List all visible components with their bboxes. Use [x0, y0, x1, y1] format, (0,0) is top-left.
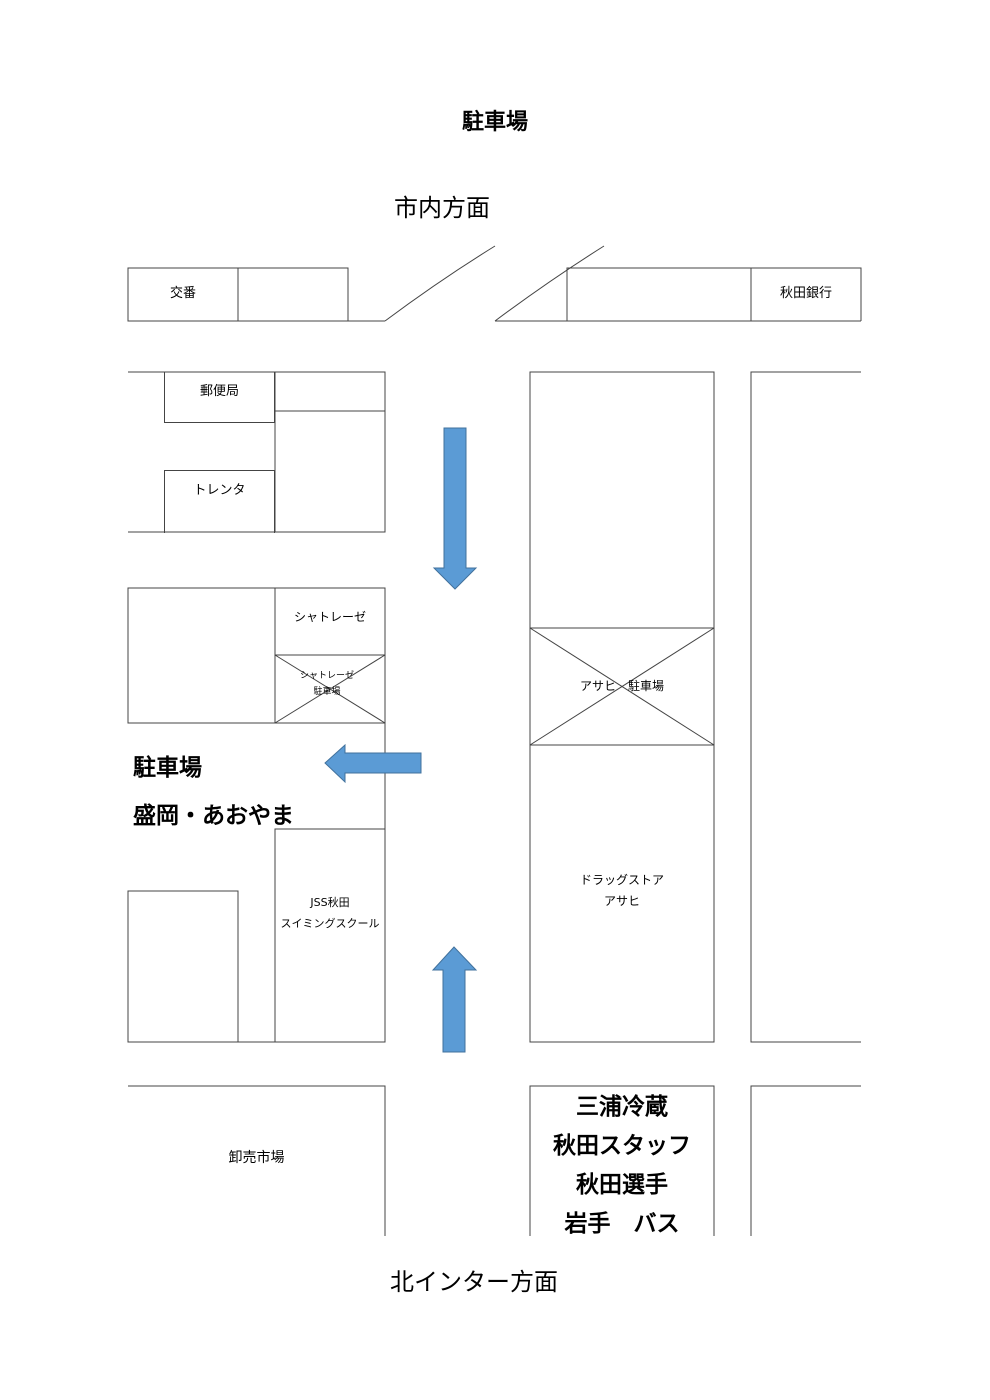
arrow-left-icon [324, 744, 422, 784]
bottom-list-item: 岩手 バス [564, 1211, 680, 1237]
arrow-up-icon [431, 946, 478, 1053]
chateraise-parking-label: シャトレーゼ 駐車場 [299, 671, 354, 697]
bottom-list-item: 秋田スタッフ [553, 1133, 691, 1159]
post-office-label: 郵便局 [199, 384, 239, 399]
arrow-down-icon [432, 427, 478, 590]
drugstore-label: ドラッグストア アサヒ [579, 873, 664, 908]
bottom-list-item: 秋田選手 [576, 1172, 668, 1198]
toyota-rental-building: トレンタ [164, 470, 275, 533]
post-office-building: 郵便局 [164, 372, 275, 423]
koban-label: 交番 [169, 286, 196, 301]
jss-label: JSS秋田 スイミングスクール [280, 896, 380, 930]
chateraise-label: シャトレーゼ [293, 610, 366, 624]
direction-bottom-label: 北インター方面 [390, 1268, 558, 1296]
bottom-list-item: 三浦冷蔵 [576, 1094, 668, 1120]
map-title: 駐車場 [461, 110, 528, 135]
asahi-parking-label: アサヒ 駐車場 [579, 679, 664, 693]
wholesale-market-label: 卸売市場 [228, 1150, 285, 1166]
parking-label: 駐車場 [133, 755, 202, 781]
toyota-rental-label: トレンタ [193, 483, 246, 498]
parking-destination-label: 盛岡・あおやま [133, 803, 294, 829]
akita-bank-label: 秋田銀行 [779, 286, 832, 301]
direction-top-label: 市内方面 [394, 194, 490, 222]
